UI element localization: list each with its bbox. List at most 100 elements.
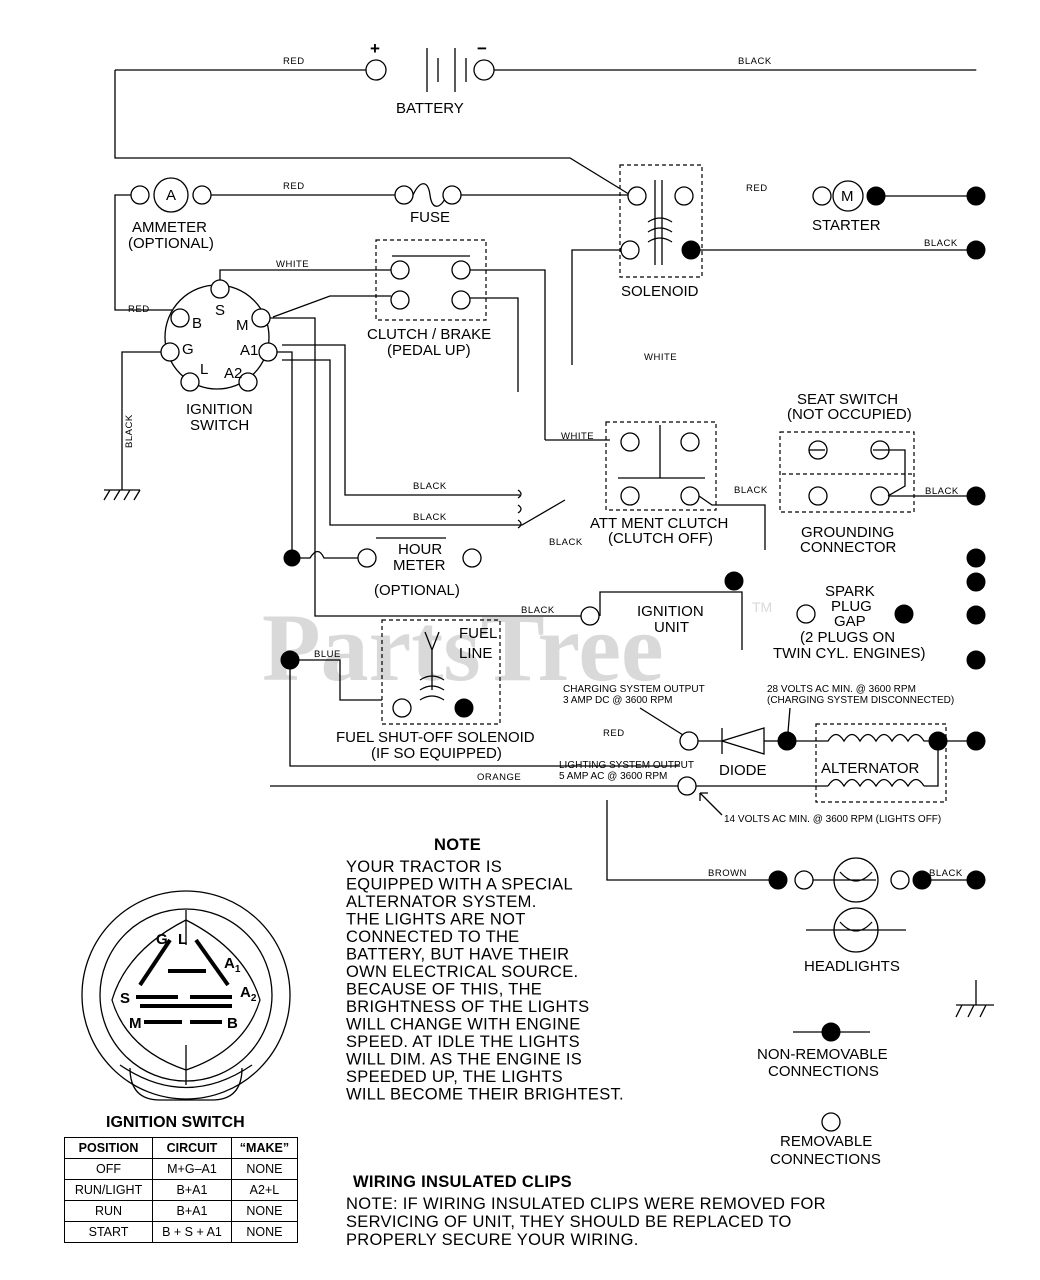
wire-label-red: RED — [283, 56, 305, 67]
grounding-connector-label: GROUNDING — [801, 524, 894, 541]
attachment-clutch-switch: ATT MENT CLUTCH (CLUTCH OFF) BLACK BLACK… — [413, 421, 768, 550]
ignition-switch-face: G L A1 A2 S M B IGNITION SWITCH — [81, 890, 291, 1131]
wire-label-black: BLACK — [413, 481, 447, 492]
wire-label-white: WHITE — [561, 431, 594, 442]
table-cell: OFF — [63, 1158, 154, 1180]
column-header: CIRCUIT — [152, 1137, 232, 1159]
fuel-line-label: LINE — [459, 645, 492, 662]
hour-meter-label: HOUR — [398, 541, 442, 558]
face-terminal-b: B — [227, 1015, 238, 1032]
wire-label-black: BLACK — [734, 485, 768, 496]
table-cell: NONE — [230, 1221, 299, 1243]
ammeter: A AMMETER (OPTIONAL) RED RED — [114, 177, 395, 315]
ignition-switch-table: POSITION CIRCUIT “MAKE” OFF M+G–A1 NONE … — [63, 1137, 299, 1243]
table-cell: B+A1 — [152, 1200, 232, 1222]
switch-face-title: IGNITION SWITCH — [106, 1114, 245, 1131]
note-line: WILL BECOME THEIR BRIGHTEST. — [346, 1086, 624, 1104]
terminal-b: B — [192, 315, 202, 332]
note-line: ALTERNATOR SYSTEM. — [346, 893, 537, 911]
note-line: THE LIGHTS ARE NOT — [346, 911, 526, 929]
lighting-output-line2: 5 AMP AC @ 3600 RPM — [559, 771, 667, 782]
table-row: RUN/LIGHT B+A1 A2+L — [63, 1179, 299, 1201]
ignition-unit-sub: UNIT — [654, 619, 689, 636]
wire-label-red: RED — [603, 728, 625, 739]
note-line: BATTERY, BUT HAVE THEIR — [346, 946, 569, 964]
table-cell: B+A1 — [152, 1179, 232, 1201]
watermark-tm: TM — [752, 599, 772, 615]
terminal-s: S — [215, 302, 225, 319]
note-line: WILL DIM. AS THE ENGINE IS — [346, 1051, 582, 1069]
ignition-switch-sub: SWITCH — [190, 417, 249, 434]
wire-label-orange: ORANGE — [477, 772, 521, 783]
alternator-label: ALTERNATOR — [821, 760, 920, 777]
solenoid-label: SOLENOID — [621, 283, 699, 300]
terminal-a2: A2 — [224, 365, 242, 382]
wire-label-red: RED — [283, 181, 305, 192]
table-cell: NONE — [230, 1200, 299, 1222]
volts28-line1: 28 VOLTS AC MIN. @ 3600 RPM — [767, 684, 916, 695]
wire-label-blue: BLUE — [314, 649, 341, 660]
wire-label-black: BLACK — [924, 238, 958, 249]
table-cell: RUN — [63, 1200, 154, 1222]
charging-output-line2: 3 AMP DC @ 3600 RPM — [563, 695, 672, 706]
headlights-label: HEADLIGHTS — [804, 958, 900, 975]
note-title: NOTE — [434, 836, 481, 854]
battery-plus: + — [370, 39, 380, 58]
note-line: WILL CHANGE WITH ENGINE — [346, 1016, 581, 1034]
clutch-brake-switch: CLUTCH / BRAKE (PEDAL UP) WHITE — [219, 239, 546, 440]
legend: NON-REMOVABLE CONNECTIONS REMOVABLE CONN… — [757, 1022, 888, 1168]
wire-label-black: BLACK — [925, 486, 959, 497]
ignition-unit: IGNITION UNIT BLACK — [521, 571, 744, 650]
clutch-brake-label: CLUTCH / BRAKE — [367, 326, 491, 343]
face-terminal-a2: A2 — [240, 984, 257, 1004]
legend-removable-sub: CONNECTIONS — [770, 1151, 881, 1168]
table-cell: START — [63, 1221, 154, 1243]
column-header: “MAKE” — [230, 1137, 299, 1159]
hour-meter-sub: METER — [393, 557, 446, 574]
fuse: FUSE — [394, 183, 628, 226]
legend-removable: REMOVABLE — [780, 1133, 872, 1150]
fuse-label: FUSE — [410, 209, 450, 226]
grounding-connector-sub: CONNECTOR — [800, 539, 897, 556]
fuel-solenoid-sub: (IF SO EQUIPPED) — [371, 745, 502, 762]
wire-label-white: WHITE — [644, 352, 677, 363]
table-row: RUN B+A1 NONE — [63, 1200, 299, 1222]
seat-switch: SEAT SWITCH (NOT OCCUPIED) GROUNDING CON… — [779, 391, 976, 556]
wire-label-black: BLACK — [413, 512, 447, 523]
spark-plug-line5: TWIN CYL. ENGINES) — [773, 645, 926, 662]
note-line: BRIGHTNESS OF THE LIGHTS — [346, 998, 589, 1016]
ignition-switch: B S M G A1 L A2 IGNITION SWITCH BLACK — [103, 279, 585, 617]
lighting-output-line1: LIGHTING SYSTEM OUTPUT — [559, 760, 694, 771]
seat-switch-sub: (NOT OCCUPIED) — [787, 406, 912, 423]
ignition-switch-label: IGNITION — [186, 401, 253, 418]
table-cell: RUN/LIGHT — [63, 1179, 154, 1201]
charging-output-line1: CHARGING SYSTEM OUTPUT — [563, 684, 705, 695]
table-row: OFF M+G–A1 NONE — [63, 1158, 299, 1180]
wire-label-red: RED — [128, 304, 150, 315]
seat-switch-label: SEAT SWITCH — [797, 391, 898, 408]
note-line: SPEED. AT IDLE THE LIGHTS — [346, 1033, 580, 1051]
battery: + − BATTERY RED BLACK — [114, 39, 976, 197]
face-terminal-l: L — [178, 931, 187, 948]
clips-line: SERVICING OF UNIT, THEY SHOULD BE REPLAC… — [346, 1213, 792, 1231]
starter-symbol: M — [841, 188, 854, 205]
table-cell: A2+L — [230, 1179, 299, 1201]
diode-label: DIODE — [719, 762, 767, 779]
hour-meter-optional: (OPTIONAL) — [374, 582, 460, 599]
table-header-row: POSITION CIRCUIT “MAKE” — [63, 1137, 299, 1159]
face-terminal-m: M — [129, 1015, 142, 1032]
ammeter-optional: (OPTIONAL) — [128, 235, 214, 252]
spark-plug-line1: SPARK — [825, 583, 875, 600]
table-cell: B + S + A1 — [152, 1221, 232, 1243]
wire-label-black: BLACK — [124, 414, 135, 448]
wire-label-black: BLACK — [929, 868, 963, 879]
note-line: SPEEDED UP, THE LIGHTS — [346, 1068, 563, 1086]
terminal-m: M — [236, 317, 249, 334]
hour-meter: HOUR METER (OPTIONAL) — [357, 537, 482, 599]
clips-title: WIRING INSULATED CLIPS — [353, 1173, 572, 1191]
wire-label-black: BLACK — [738, 56, 772, 67]
solenoid: SOLENOID RED BLACK — [571, 164, 976, 365]
note-line: OWN ELECTRICAL SOURCE. — [346, 963, 578, 981]
face-terminal-s: S — [120, 990, 130, 1007]
